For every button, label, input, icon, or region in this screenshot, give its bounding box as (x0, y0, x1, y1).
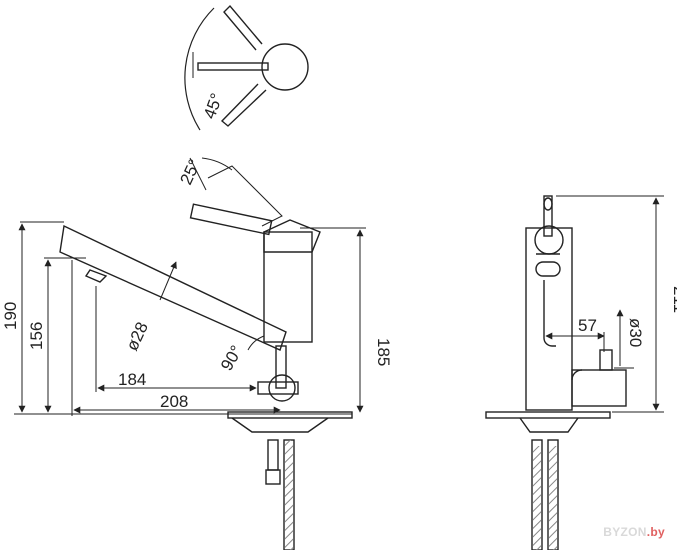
front-view (59, 165, 353, 550)
dim-diameter-leader (159, 261, 177, 301)
front-cap (263, 219, 321, 253)
dim-190-label: 190 (1, 302, 20, 330)
dim-25-label: 25° (176, 156, 204, 187)
dim-30-label: ø30 (626, 318, 645, 347)
side-base-shoulder (519, 417, 579, 433)
dim-90-label: 90° (217, 342, 246, 374)
handle-angle-label: 45° (200, 91, 227, 122)
front-lever (189, 203, 273, 236)
dim-25-arc (201, 157, 233, 171)
dim-25-ext (189, 157, 207, 191)
dim-211-label: 211 (670, 286, 677, 313)
front-body (263, 231, 313, 343)
dim-90-arc (247, 335, 265, 351)
handle-lever-horizontal (197, 62, 269, 71)
side-hose-b-hatch (549, 446, 557, 550)
front-hose-hatch (285, 440, 293, 550)
front-connector-circle (268, 374, 296, 402)
front-hose-a (267, 439, 279, 471)
handle-knob-circle (261, 43, 309, 91)
side-connector-fillet (571, 369, 583, 381)
front-connector-bar (257, 381, 299, 395)
dim-156-label: 156 (27, 322, 46, 350)
side-base-plate (485, 411, 611, 419)
handle-arc (184, 7, 215, 131)
side-hose-a-hatch (533, 446, 541, 550)
side-connector-stem (599, 349, 613, 371)
handle-lever-down (220, 83, 267, 127)
side-dimension-lines (545, 195, 664, 413)
dim-diameter-label: ø28 (122, 319, 152, 354)
site-watermark: BYZON.by (597, 522, 671, 542)
watermark-suffix: .by (646, 525, 665, 539)
front-spout (59, 224, 287, 351)
side-body (525, 227, 573, 411)
front-spout-tip (84, 269, 108, 283)
dim-208-label: 208 (160, 392, 188, 411)
front-hose-nut (265, 469, 281, 485)
watermark-brand: BYZON (603, 525, 647, 539)
side-lever-stem (543, 195, 553, 237)
side-hose-b (547, 439, 559, 550)
front-base-plate (227, 411, 353, 419)
side-slot (535, 261, 561, 277)
side-spout-contour (543, 280, 556, 347)
dim-185-label: 185 (374, 338, 393, 366)
front-lever-ghost (207, 165, 283, 227)
dim-184-label: 184 (118, 370, 146, 389)
side-hose-a (531, 439, 543, 550)
side-lever-top (543, 197, 553, 211)
side-handle-circle (534, 225, 564, 255)
handle-lever-up (223, 4, 263, 51)
side-connector-body (571, 369, 627, 407)
front-connector-stem (275, 345, 287, 389)
dim-57-label: 57 (578, 316, 597, 335)
top-handle-view (184, 4, 309, 131)
front-base-shoulder (231, 417, 329, 433)
side-view (485, 195, 627, 550)
front-dimension-lines (14, 157, 366, 416)
